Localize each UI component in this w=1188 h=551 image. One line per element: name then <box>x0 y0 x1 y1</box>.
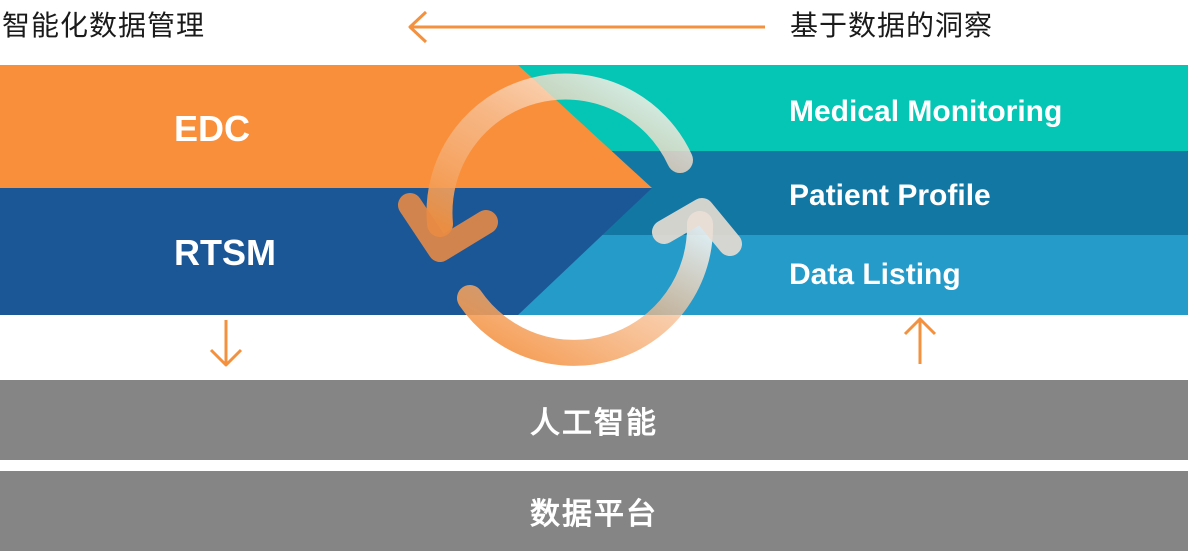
edc-label: EDC <box>174 108 251 149</box>
patient-profile-label: Patient Profile <box>789 179 991 212</box>
medical-monitoring-label: Medical Monitoring <box>789 95 1063 128</box>
left-title: 智能化数据管理 <box>2 9 206 42</box>
ai-bar-label: 人工智能 <box>530 406 658 441</box>
arrow-up-icon <box>903 317 937 364</box>
data-listing-label: Data Listing <box>789 258 961 291</box>
data-platform-bar-label: 数据平台 <box>530 497 658 532</box>
arrow-down-icon <box>209 320 243 367</box>
rtsm-label: RTSM <box>174 232 276 273</box>
band-edc <box>0 65 652 188</box>
ai-bar: 人工智能 <box>0 380 1188 460</box>
right-title: 基于数据的洞察 <box>790 9 994 42</box>
cycle-icon <box>398 73 742 366</box>
arrow-left-icon <box>408 10 765 44</box>
data-platform-bar: 数据平台 <box>0 471 1188 551</box>
